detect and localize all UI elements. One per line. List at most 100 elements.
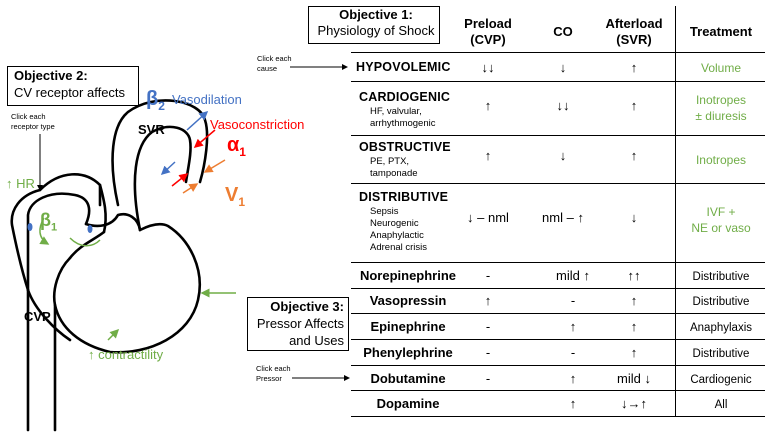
hypovolemic-preload: ↓↓ [481,60,495,75]
pressor-phenylephrine[interactable]: Phenylephrine [363,345,453,360]
phenylephrine-preload: - [485,345,491,360]
norepinephrine-afterload: ↑↑ [627,268,641,283]
pressor-vasopressin[interactable]: Vasopressin [369,293,447,308]
av-node-dot [87,225,93,233]
header-co: CO [553,24,573,39]
epinephrine-co: ↑ [569,319,577,334]
row-divider [351,288,765,289]
beta1-curve [69,237,101,247]
pressor-dobutamine[interactable]: Dobutamine [370,371,446,386]
heart-diagram [10,99,236,432]
obstructive-afterload: ↑ [630,148,638,163]
distributive-preload: ↓ – nml [467,210,509,225]
sa-node-dot [27,223,33,231]
norepinephrine-treatment: Distributive [692,271,750,283]
dobutamine-co: ↑ [569,371,577,386]
svr-label: SVR [138,122,165,137]
vasopressin-co: - [570,293,576,308]
cause-obstructive[interactable]: OBSTRUCTIVE [359,140,451,154]
click-cause-hint[interactable]: Click each cause [257,54,292,73]
obstructive-co: ↓ [559,148,567,163]
distributive-afterload: ↓ [630,210,638,225]
vasoconstriction-arrow [193,129,216,148]
objective2-title: Objective 2: [14,68,88,83]
cause-distributive[interactable]: DISTRIBUTIVE [359,190,449,204]
dopamine-afterload: ↓→↑ [621,396,647,411]
hr-label: ↑ HR [6,176,35,191]
vasoconstriction-label: Vasoconstriction [210,117,305,132]
pressor-epinephrine[interactable]: Epinephrine [370,319,446,334]
vasopressin-preload: ↑ [484,293,492,308]
beta1-label[interactable]: β1 [40,210,58,234]
header-afterload: Afterload(SVR) [605,16,663,47]
phenylephrine-co: - [570,345,576,360]
cause-cardiogenic[interactable]: CARDIOGENIC [359,90,451,104]
norepinephrine-preload: - [485,268,491,283]
epinephrine-afterload: ↑ [630,319,638,334]
row-divider [351,313,765,314]
contractility-label: ↑ contractility [88,347,164,362]
cause-pointer-arrow [290,64,348,70]
row-divider [351,365,765,366]
vasodilation-label: Vasodilation [172,92,242,107]
objective3-line2: Pressor Affects [256,316,344,331]
cvp-label: CVP [24,309,51,324]
row-divider [351,390,765,391]
row-divider [351,339,765,340]
cardiogenic-details: HF, valvular,arrhythmogenic [370,106,436,129]
beta2-label[interactable]: β2 [146,88,165,113]
alpha1-label[interactable]: α1 [227,134,246,159]
dobutamine-preload: - [485,371,491,386]
distributive-treatment: IVF +NE or vaso [691,205,751,235]
obstructive-preload: ↑ [484,148,492,163]
dopamine-co: ↑ [569,396,577,411]
hypovolemic-afterload: ↑ [630,60,638,75]
phenylephrine-treatment: Distributive [692,348,750,360]
objective3-line3: and Uses [289,333,344,348]
hypovolemic-treatment: Volume [700,61,742,75]
dopamine-treatment: All [714,399,728,411]
pressor-dopamine[interactable]: Dopamine [376,396,440,411]
vasopressin-treatment: Distributive [692,296,750,308]
dobutamine-afterload: mild ↓ [617,371,651,386]
norepinephrine-co: mild ↑ [556,268,590,283]
cardiogenic-treatment: Inotropes± diuresis [695,93,747,123]
click-pressor-hint[interactable]: Click each Pressor [256,364,291,383]
phenylephrine-afterload: ↑ [630,345,638,360]
objective3-box: Objective 3: Pressor Affects and Uses [247,297,349,351]
contractility-arrow-bottom [107,328,120,341]
row-divider [351,416,765,417]
pressor-norepinephrine[interactable]: Norepinephrine [359,268,457,283]
row-divider [351,262,765,263]
cardiogenic-afterload: ↑ [630,98,638,113]
epinephrine-preload: - [485,319,491,334]
row-divider [351,52,765,53]
click-receptor-hint[interactable]: Click each receptor type [11,112,55,131]
v1-arrow [203,159,226,173]
v1-label[interactable]: V1 [225,184,246,209]
pressor-pointer-arrow [292,375,350,381]
obstructive-details: PE, PTX,tamponade [370,156,418,179]
vasodilation-arrow [186,110,209,131]
beta1-curve-arrow [39,217,50,245]
treatment-divider [675,6,676,416]
v1-arrow-inner [182,183,199,194]
cardiogenic-co: ↓↓ [556,98,570,113]
header-preload: Preload(CVP) [464,16,512,47]
objective1-box: Objective 1: Physiology of Shock [308,6,440,44]
objective2-subtitle: CV receptor affects [14,85,126,100]
objective3-title: Objective 3: [270,299,344,314]
cardiogenic-preload: ↑ [484,98,492,113]
vasoconstriction-arrow-inner [171,173,189,187]
row-divider [351,135,765,136]
heart-outline [10,99,209,432]
hypovolemic-co: ↓ [559,60,567,75]
objective1-subtitle: Physiology of Shock [317,23,435,38]
row-divider [351,183,765,184]
obstructive-treatment: Inotropes [695,153,747,167]
cause-hypovolemic[interactable]: HYPOVOLEMIC [356,60,451,74]
row-divider [351,81,765,82]
header-treatment: Treatment [689,24,753,39]
objective2-box: Objective 2: CV receptor affects [7,66,139,106]
